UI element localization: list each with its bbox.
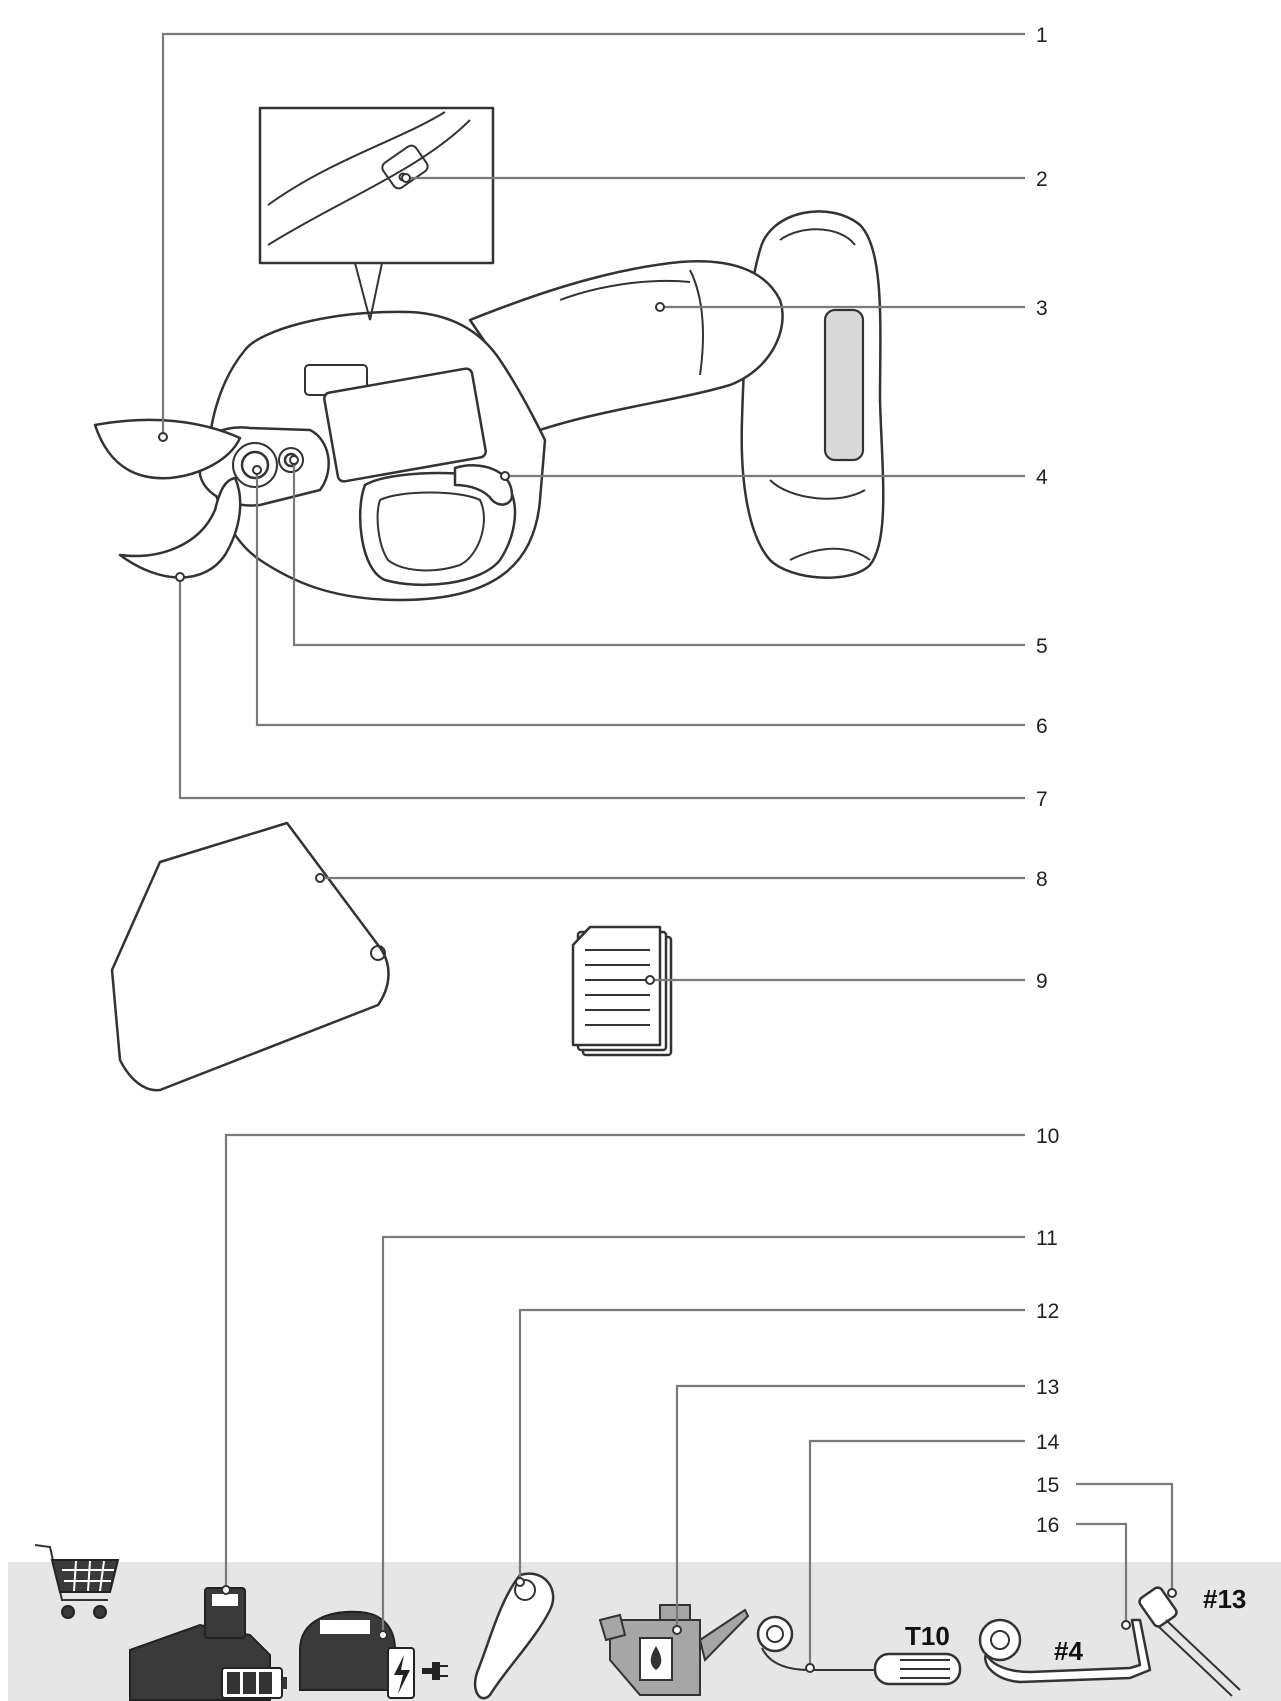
callout-5: 5 — [1036, 635, 1048, 658]
lower-blade-illustration — [120, 478, 240, 578]
t10-label: T10 — [905, 1621, 950, 1651]
callout-14: 14 — [1036, 1431, 1060, 1454]
callout-16: 16 — [1036, 1514, 1059, 1537]
documents-icon — [573, 927, 671, 1055]
callout-numbers: 1 2 3 4 5 6 7 8 9 10 11 12 13 14 15 16 — [1036, 24, 1060, 1537]
callout-9: 9 — [1036, 970, 1048, 993]
callout-2: 2 — [1036, 168, 1048, 191]
blade-cover-illustration — [112, 823, 389, 1090]
callout-15: 15 — [1036, 1474, 1059, 1497]
detail-inset — [260, 108, 493, 320]
callout-1: 1 — [1036, 24, 1048, 47]
socket-wrench-label: #13 — [1203, 1584, 1246, 1614]
callout-13: 13 — [1036, 1376, 1059, 1399]
callout-11: 11 — [1036, 1227, 1058, 1250]
callout-12: 12 — [1036, 1300, 1059, 1323]
pruner-tool — [95, 108, 883, 600]
callout-8: 8 — [1036, 868, 1048, 891]
battery-pack-illustration — [742, 211, 884, 577]
callout-3: 3 — [1036, 297, 1048, 320]
callout-4: 4 — [1036, 466, 1048, 489]
hex-key-label: #4 — [1054, 1636, 1083, 1666]
callout-10: 10 — [1036, 1125, 1059, 1148]
callout-7: 7 — [1036, 788, 1048, 811]
callout-6: 6 — [1036, 715, 1048, 738]
